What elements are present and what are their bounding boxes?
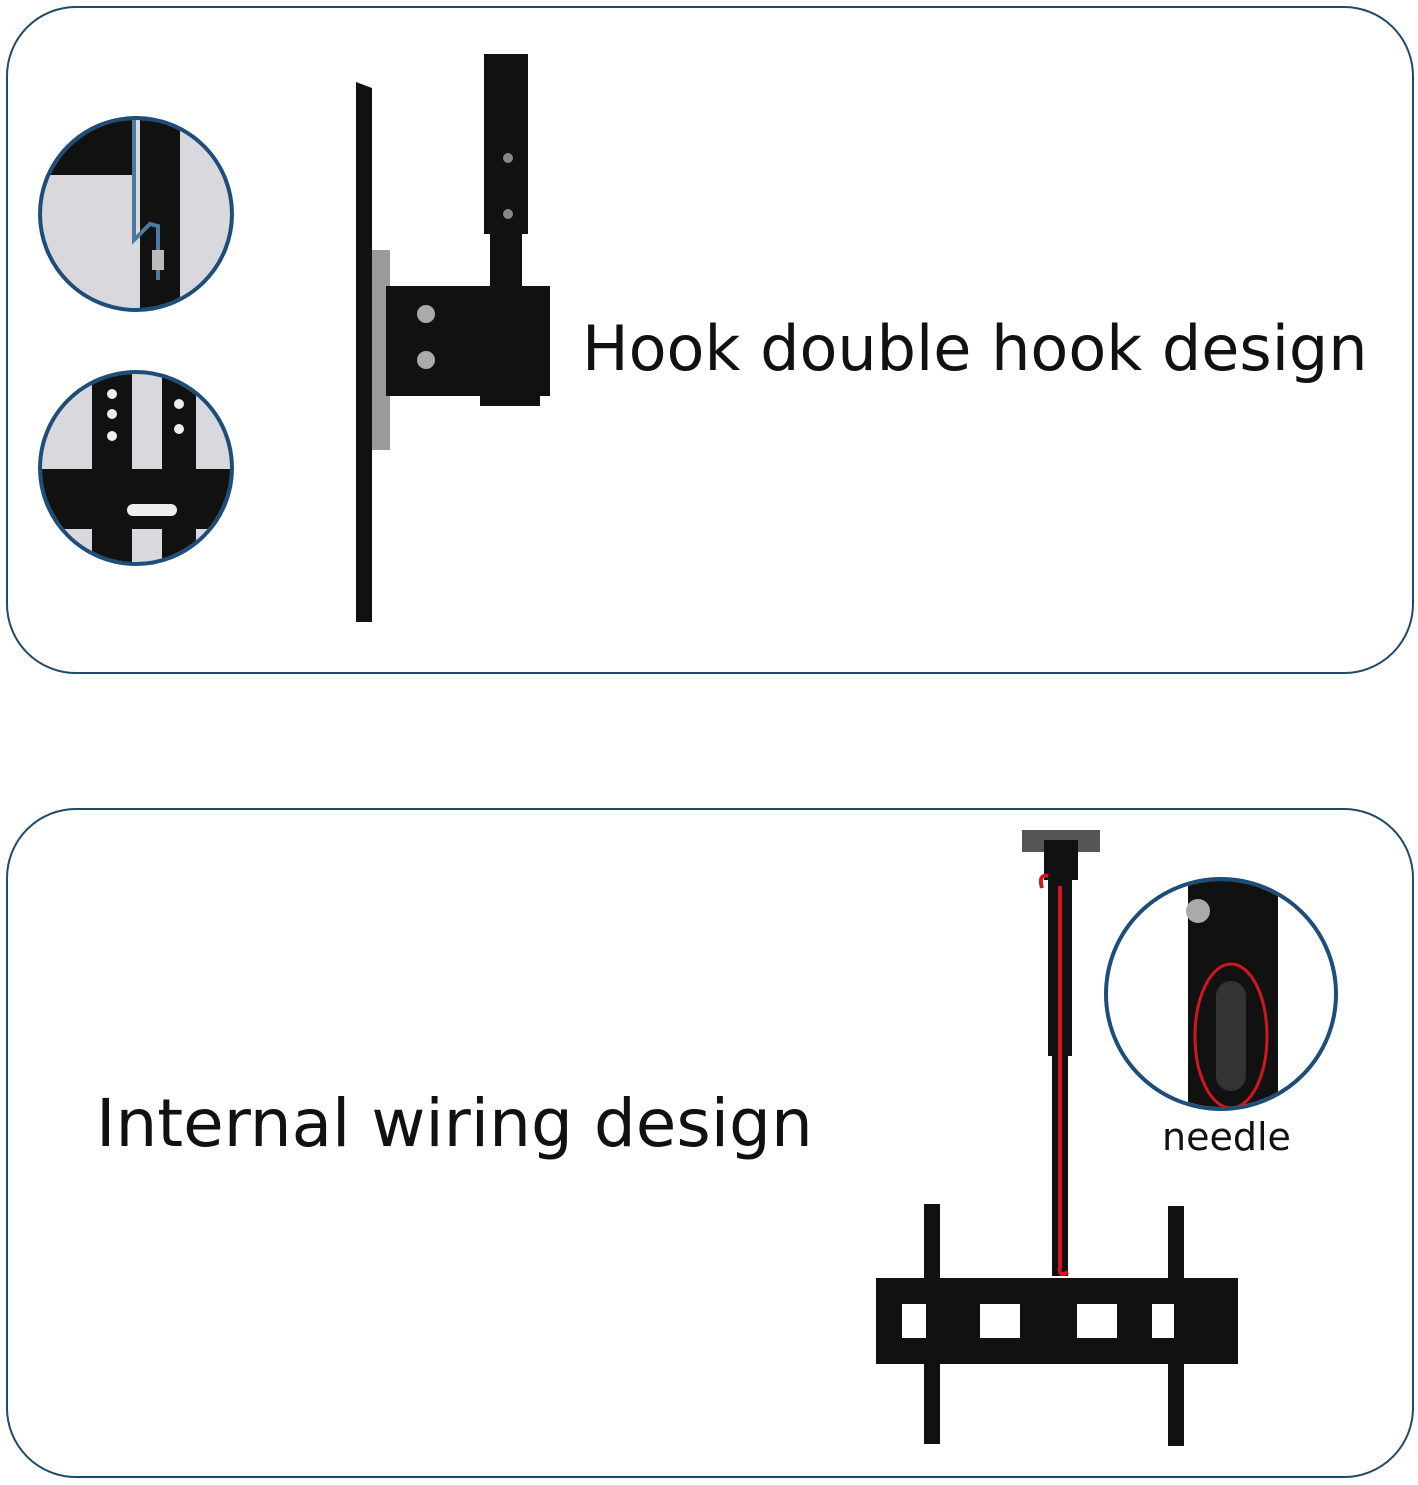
needle-label: needle [1162,1115,1291,1159]
hook-detail-circle [38,116,234,312]
plate-detail-circle [38,370,234,566]
needle-detail-circle [1104,877,1338,1111]
ceiling-mount-illustration [876,830,1238,1446]
internal-wiring-caption: Internal wiring design [96,1085,813,1162]
hook-design-panel [6,6,1414,674]
mount-side-view-illustration [356,54,550,622]
hook-design-caption: Hook double hook design [582,312,1368,385]
